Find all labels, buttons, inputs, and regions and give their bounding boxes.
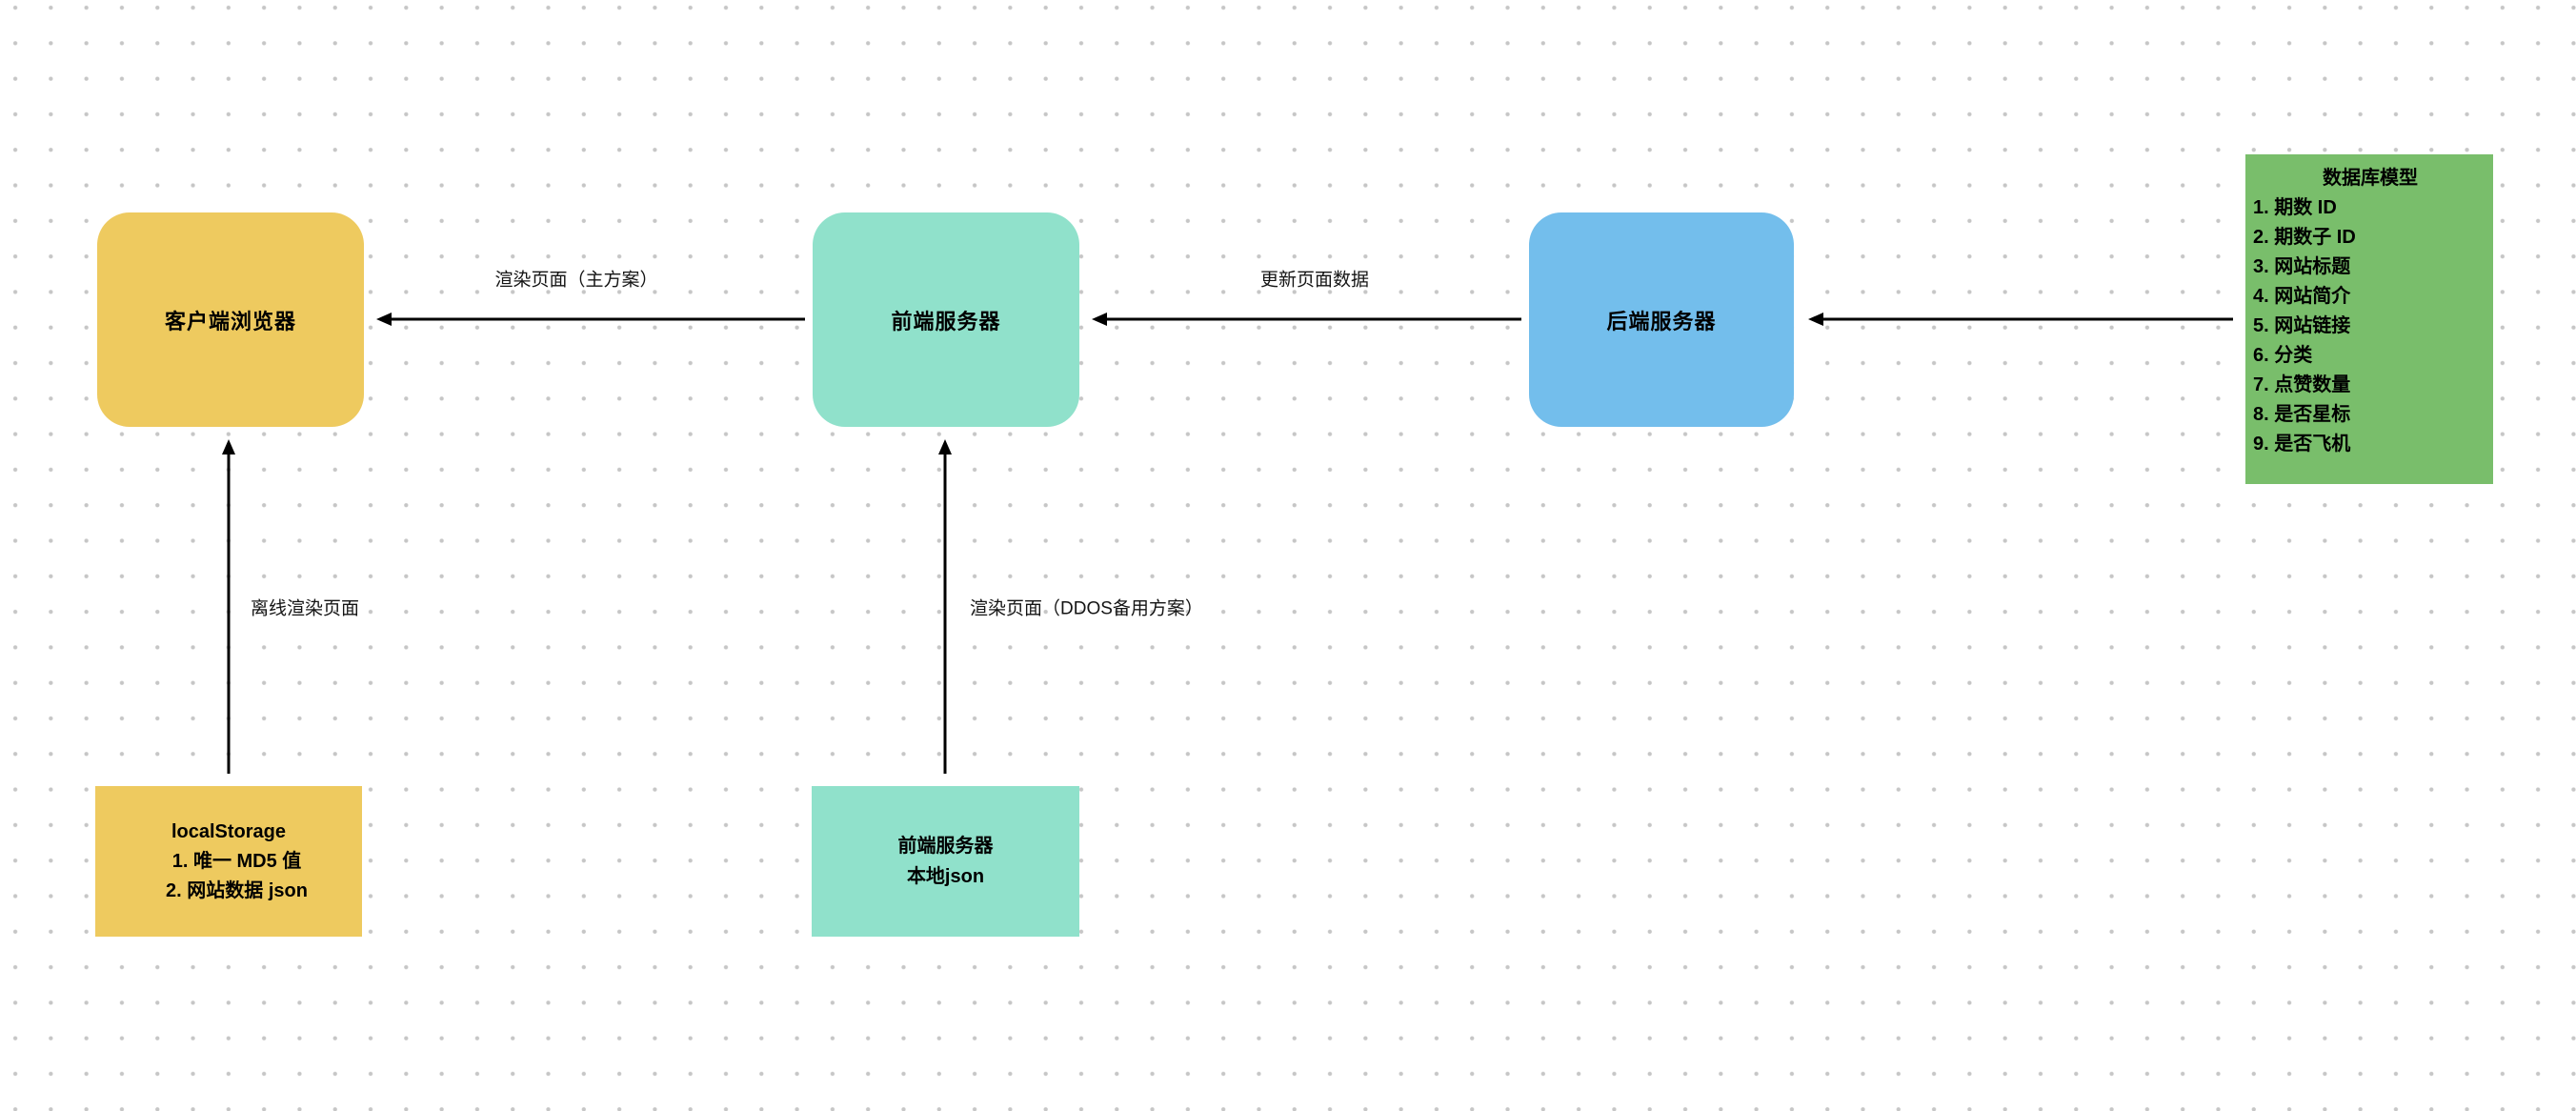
db-model-item: 9. 是否飞机 <box>2253 434 2351 454</box>
frontend-local-json-line2: 本地json <box>906 866 985 887</box>
edge-label-update-page-data[interactable]: 更新页面数据 <box>1259 270 1370 291</box>
db-model-title: 数据库模型 <box>2323 168 2418 189</box>
db-model-item: 1. 期数 ID <box>2253 197 2337 218</box>
node-db-model[interactable]: 数据库模型 1. 期数 ID 2. 期数子 ID 3. 网站标题 4. 网站简介… <box>2245 154 2493 484</box>
edge-label-offline-render[interactable]: 离线渲染页面 <box>251 598 360 619</box>
db-model-item: 4. 网站简介 <box>2253 286 2351 307</box>
edge-label-render-main[interactable]: 渲染页面（主方案） <box>494 270 658 291</box>
arrow-localstorage-to-client[interactable] <box>222 439 235 774</box>
edge-label-render-ddos-backup[interactable]: 渲染页面（DDOS备用方案） <box>970 598 1203 619</box>
node-client-browser[interactable]: 客户端浏览器 <box>97 212 364 427</box>
node-frontend-local-json[interactable]: 前端服务器 本地json <box>812 786 1079 937</box>
db-model-item: 2. 期数子 ID <box>2253 227 2356 248</box>
node-client-browser-label: 客户端浏览器 <box>164 309 296 333</box>
db-model-item: 8. 是否星标 <box>2253 404 2351 425</box>
db-model-item: 6. 分类 <box>2253 345 2313 366</box>
node-frontend-server-label: 前端服务器 <box>891 309 1001 333</box>
local-storage-item: 1. 唯一 MD5 值 <box>171 850 302 872</box>
frontend-local-json-line1: 前端服务器 <box>897 836 994 857</box>
arrow-localjson-to-frontend[interactable] <box>938 439 952 774</box>
arrow-frontend-to-client[interactable] <box>376 313 805 326</box>
arrow-db-to-backend[interactable] <box>1808 313 2233 326</box>
node-backend-server-label: 后端服务器 <box>1606 309 1717 333</box>
node-backend-server[interactable]: 后端服务器 <box>1529 212 1794 427</box>
local-storage-item: 2. 网站数据 json <box>166 879 308 901</box>
arrow-backend-to-frontend[interactable] <box>1092 313 1521 326</box>
db-model-item: 3. 网站标题 <box>2253 256 2351 277</box>
db-model-item: 7. 点赞数量 <box>2253 374 2351 395</box>
node-local-storage[interactable]: localStorage 1. 唯一 MD5 值 2. 网站数据 json <box>95 786 362 937</box>
db-model-item: 5. 网站链接 <box>2253 315 2351 336</box>
node-frontend-server[interactable]: 前端服务器 <box>813 212 1079 427</box>
local-storage-title: localStorage <box>171 820 287 842</box>
